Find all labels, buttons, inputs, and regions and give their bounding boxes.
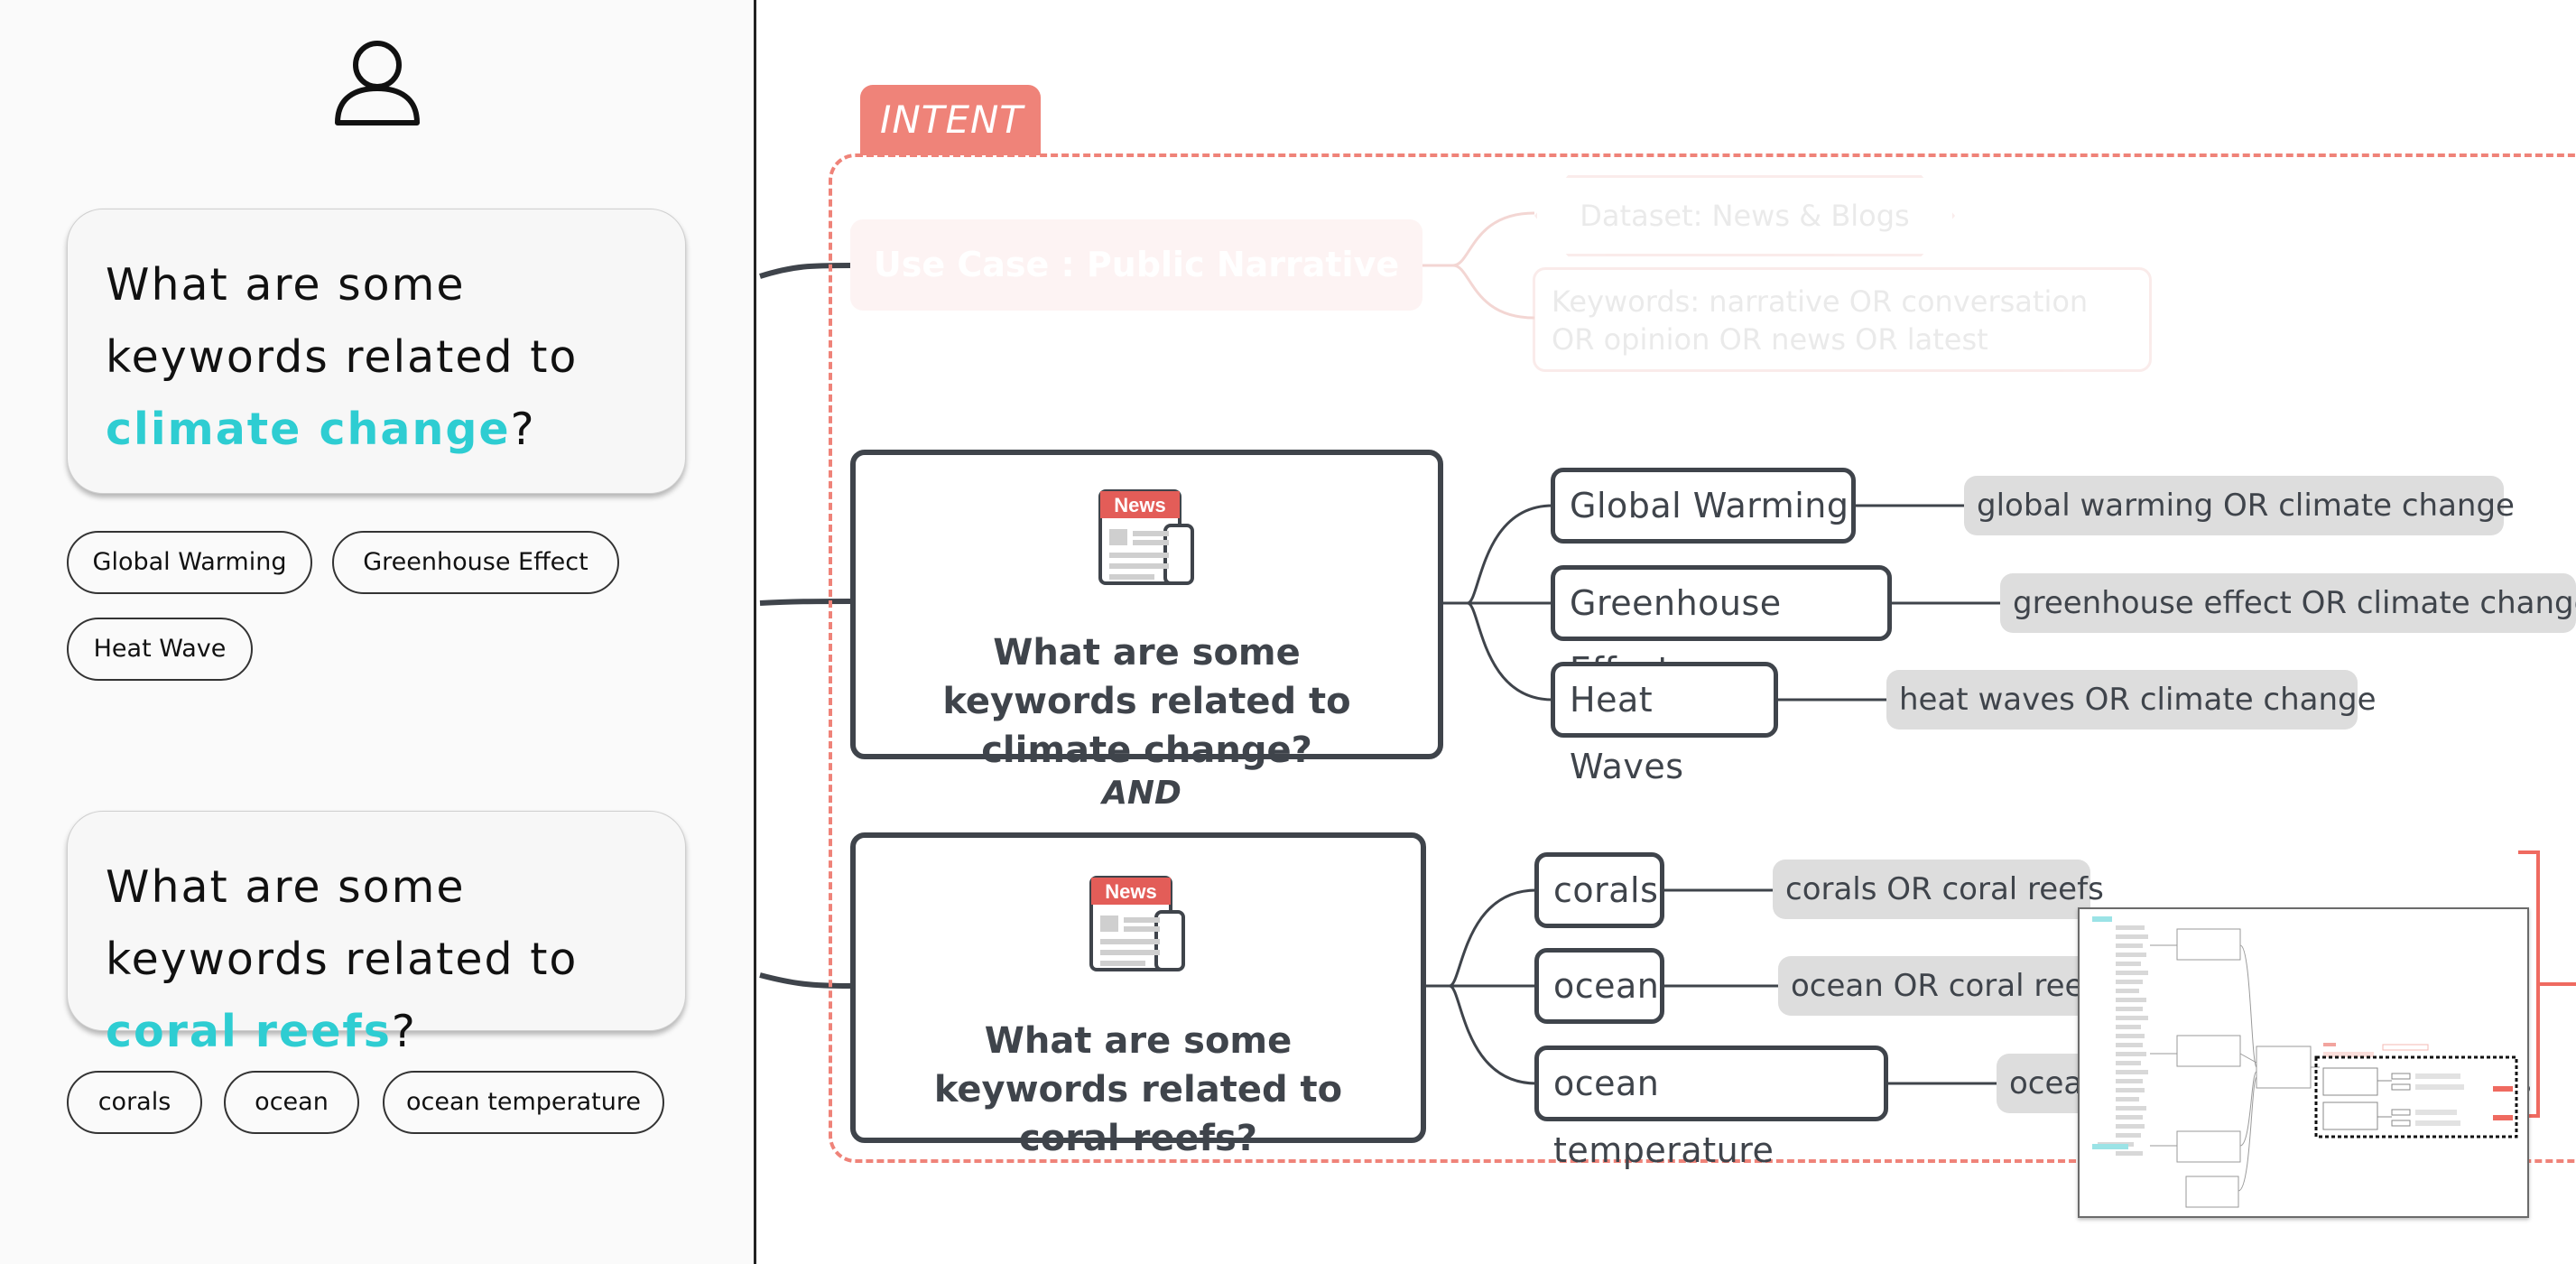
suggestion-chip-heat-wave[interactable]: Heat Wave <box>67 618 253 681</box>
newspaper-label: News <box>1114 494 1165 516</box>
query-node-heat-waves[interactable]: heat waves OR climate change <box>1886 670 2377 730</box>
suggestion-chip-global-warming[interactable]: Global Warming <box>67 531 312 594</box>
intent-tab: INTENT <box>860 85 1041 155</box>
suggestion-chip-ocean-temperature[interactable]: ocean temperature <box>383 1071 664 1134</box>
topic-node-ocean-temperature[interactable]: ocean temperature <box>1534 1046 1888 1170</box>
question-text: What are some keywords related to coral … <box>933 1020 1343 1159</box>
chat-panel: What are some keywords related to climat… <box>0 0 756 1264</box>
intent-frame <box>829 153 2576 1163</box>
bubble-highlight: coral reefs <box>106 1006 392 1057</box>
suggestion-chip-ocean[interactable]: ocean <box>224 1071 359 1134</box>
connector-lines <box>759 211 2000 1085</box>
query-node-global-warming[interactable]: global warming OR climate change <box>1964 476 2515 535</box>
bubble-text: What are some keywords related to <box>106 861 579 985</box>
newspaper-icon: News <box>1098 489 1194 585</box>
newspaper-icon: News <box>1089 876 1185 971</box>
use-case-keywords-node[interactable]: Keywords: narrative OR conversation OR o… <box>1533 267 2152 372</box>
question-text: What are some keywords related to climat… <box>942 632 1351 771</box>
chat-bubble-coral: What are some keywords related to coral … <box>67 811 686 1057</box>
topic-node-corals[interactable]: corals <box>1534 852 1664 928</box>
topic-node-ocean[interactable]: ocean <box>1534 948 1664 1024</box>
bubble-text: What are some keywords related to <box>106 259 579 383</box>
question-node-coral[interactable]: News What are some keywords related to c… <box>850 832 1426 1159</box>
bubble-highlight: climate change <box>106 404 511 455</box>
topic-node-heat-waves[interactable]: Heat Waves <box>1551 662 1778 786</box>
minimap-preview <box>2080 909 2527 1216</box>
topic-node-global-warming[interactable]: Global Warming <box>1551 468 1856 544</box>
question-node-climate[interactable]: News What are some keywords related to c… <box>850 450 1443 771</box>
query-node-ocean[interactable]: ocean OR coral reefs <box>1778 956 2121 1016</box>
suggestion-chip-greenhouse-effect[interactable]: Greenhouse Effect <box>332 531 619 594</box>
query-node-corals[interactable]: corals OR coral reefs <box>1773 860 2104 919</box>
dataset-node[interactable]: Dataset: News & Blogs <box>1534 175 1955 256</box>
topic-node-greenhouse-effect[interactable]: Greenhouse Effect <box>1551 565 1892 690</box>
and-operator: AND <box>1102 775 1181 812</box>
bubble-suffix: ? <box>391 1006 417 1057</box>
user-icon <box>335 41 420 125</box>
minimap[interactable] <box>2078 907 2529 1218</box>
use-case-node[interactable]: Use Case : Public Narrative <box>850 219 1422 311</box>
suggestion-chip-corals[interactable]: corals <box>67 1071 202 1134</box>
newspaper-label: News <box>1105 880 1156 903</box>
chat-bubble-climate: What are some keywords related to climat… <box>67 209 686 494</box>
query-node-greenhouse-effect[interactable]: greenhouse effect OR climate change <box>2000 573 2576 633</box>
bubble-suffix: ? <box>510 404 536 455</box>
